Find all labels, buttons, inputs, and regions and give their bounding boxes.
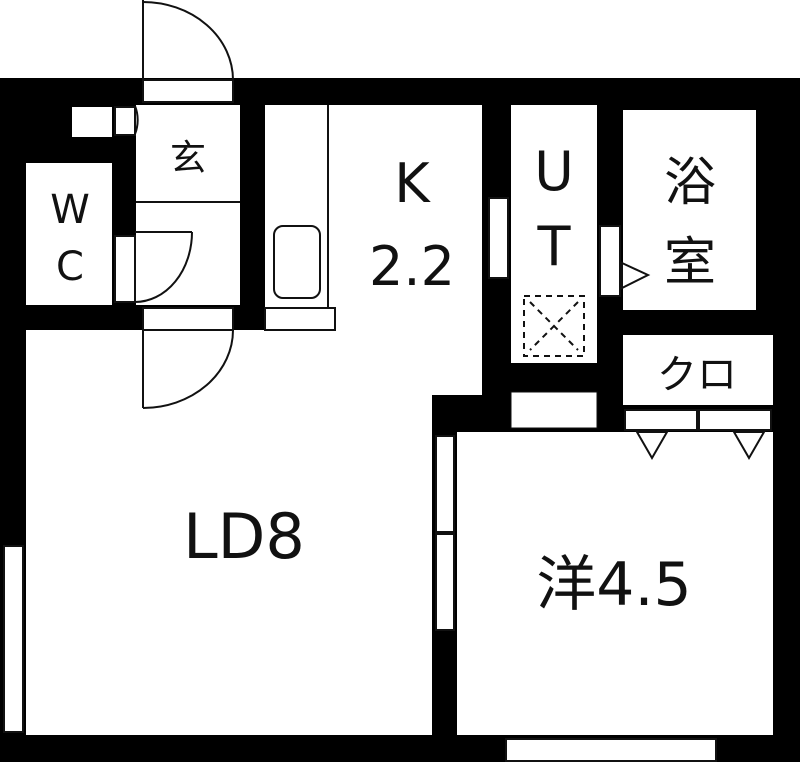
storage-below-ut xyxy=(510,391,598,429)
bath-door[interactable] xyxy=(599,225,651,297)
kitchen-counter xyxy=(264,105,336,331)
storage-door[interactable] xyxy=(114,105,139,136)
label-bath-2: 室 xyxy=(664,233,716,293)
windows xyxy=(3,435,717,762)
window-ld-right-lower xyxy=(435,533,455,631)
sink-icon xyxy=(273,225,321,299)
label-western-room: 洋4.5 xyxy=(536,550,691,620)
label-genkan: 玄 xyxy=(170,138,206,179)
label-closet: クロ xyxy=(657,352,737,398)
label-ut-2: T xyxy=(537,215,572,278)
window-ld-left xyxy=(3,545,24,733)
label-bath-1: 浴 xyxy=(664,153,716,213)
label-kitchen-2: 2.2 xyxy=(369,235,455,298)
room-interiors xyxy=(26,105,773,735)
window-western-bottom xyxy=(505,738,717,762)
entrance-door[interactable] xyxy=(142,0,234,103)
window-ld-right-upper xyxy=(435,435,455,533)
label-ut-1: U xyxy=(534,140,574,203)
label-living-dining: LD8 xyxy=(183,500,305,573)
label-kitchen-1: K xyxy=(394,152,431,215)
ld-door[interactable] xyxy=(142,307,234,409)
wc-door[interactable] xyxy=(114,231,193,303)
washer-space-icon xyxy=(523,295,585,357)
closet-doors[interactable] xyxy=(624,409,772,461)
label-wc-1: W xyxy=(50,187,90,233)
label-wc-2: C xyxy=(56,244,84,290)
ut-door[interactable] xyxy=(488,197,509,279)
room-labels: 玄 W C K 2.2 U T 浴 室 クロ LD8 洋4.5 xyxy=(50,138,737,620)
